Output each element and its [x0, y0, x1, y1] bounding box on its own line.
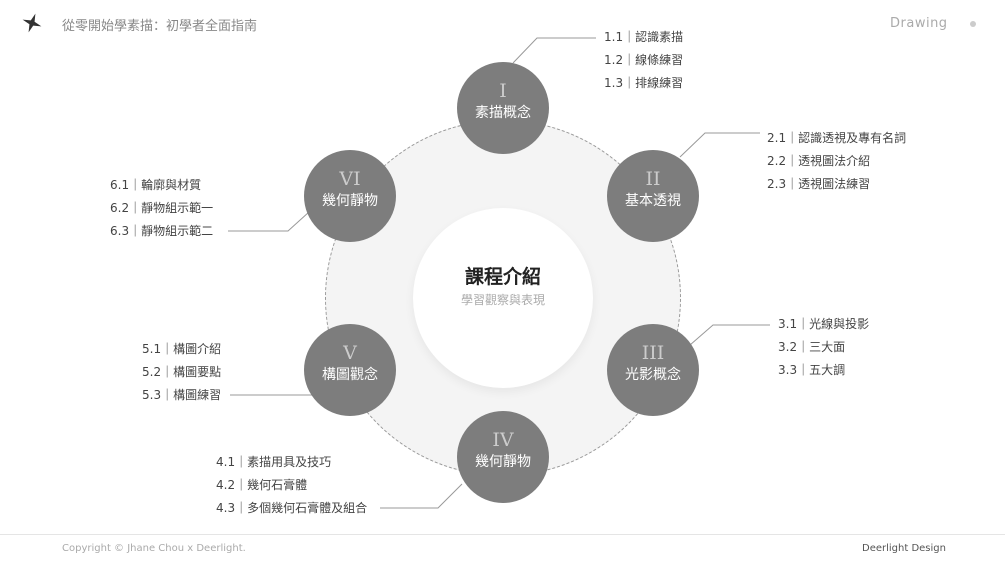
center-subtitle: 學習觀察與表現: [460, 293, 545, 307]
topic-item: 6.1｜輪廓與材質: [110, 178, 202, 192]
copyright: Copyright © Jhane Chou x Deerlight.: [62, 543, 246, 554]
page-title: 從零開始學素描：初學者全面指南: [62, 19, 258, 34]
node-label: 構圖觀念: [322, 367, 378, 383]
node-5[interactable]: V 構圖觀念: [304, 324, 396, 416]
node-number: III: [641, 342, 665, 364]
dot-indicator: [970, 21, 976, 27]
topic-item: 2.2｜透視圖法介紹: [767, 154, 871, 168]
node-label: 基本透視: [625, 193, 681, 209]
topic-item: 6.2｜靜物組示範一: [110, 201, 214, 215]
node-number: II: [645, 168, 661, 190]
topic-item: 3.3｜五大調: [778, 363, 846, 377]
topic-item: 4.2｜幾何石膏體: [216, 478, 308, 492]
node-2[interactable]: II 基本透視: [607, 150, 699, 242]
topic-item: 6.3｜靜物組示範二: [110, 224, 214, 238]
sparkle-star-icon: [22, 13, 42, 33]
node-label: 素描概念: [475, 105, 531, 121]
topic-item: 5.1｜構圖介紹: [142, 342, 222, 356]
footer-divider: [0, 534, 1005, 535]
node-number: I: [499, 80, 507, 102]
section-label: Drawing: [890, 16, 948, 31]
footer-brand: Deerlight Design: [862, 543, 946, 554]
node-3[interactable]: III 光影概念: [607, 324, 699, 416]
topic-item: 2.1｜認識透視及專有名詞: [767, 131, 907, 145]
topic-item: 4.3｜多個幾何石膏體及組合: [216, 501, 368, 515]
node-number: IV: [492, 429, 514, 451]
topic-list-5: 5.1｜構圖介紹 5.2｜構圖要點 5.3｜構圖練習: [142, 338, 221, 407]
topic-item: 3.2｜三大面: [778, 340, 846, 354]
topic-item: 5.3｜構圖練習: [142, 388, 222, 402]
node-number: VI: [339, 168, 361, 190]
topic-list-2: 2.1｜認識透視及專有名詞 2.2｜透視圖法介紹 2.3｜透視圖法練習: [767, 127, 906, 196]
topic-item: 1.1｜認識素描: [604, 30, 684, 44]
topic-item: 1.3｜排線練習: [604, 76, 684, 90]
node-label: 光影概念: [625, 367, 681, 383]
topic-item: 1.2｜線條練習: [604, 53, 684, 67]
topic-item: 3.1｜光線與投影: [778, 317, 870, 331]
topic-list-1: 1.1｜認識素描 1.2｜線條練習 1.3｜排線練習: [604, 26, 683, 95]
node-6[interactable]: VI 幾何靜物: [304, 150, 396, 242]
node-label: 幾何靜物: [475, 454, 531, 470]
topic-item: 5.2｜構圖要點: [142, 365, 222, 379]
center-title: 課程介紹: [464, 266, 541, 288]
topic-list-4: 4.1｜素描用具及技巧 4.2｜幾何石膏體 4.3｜多個幾何石膏體及組合: [216, 451, 367, 520]
topic-list-3: 3.1｜光線與投影 3.2｜三大面 3.3｜五大調: [778, 313, 869, 382]
topic-item: 4.1｜素描用具及技巧: [216, 455, 332, 469]
node-number: V: [343, 342, 357, 364]
center-circle: [413, 208, 593, 388]
topic-item: 2.3｜透視圖法練習: [767, 177, 871, 191]
node-1[interactable]: I 素描概念: [457, 62, 549, 154]
node-label: 幾何靜物: [322, 193, 378, 209]
node-4[interactable]: IV 幾何靜物: [457, 411, 549, 503]
topic-list-6: 6.1｜輪廓與材質 6.2｜靜物組示範一 6.3｜靜物組示範二: [110, 174, 213, 243]
